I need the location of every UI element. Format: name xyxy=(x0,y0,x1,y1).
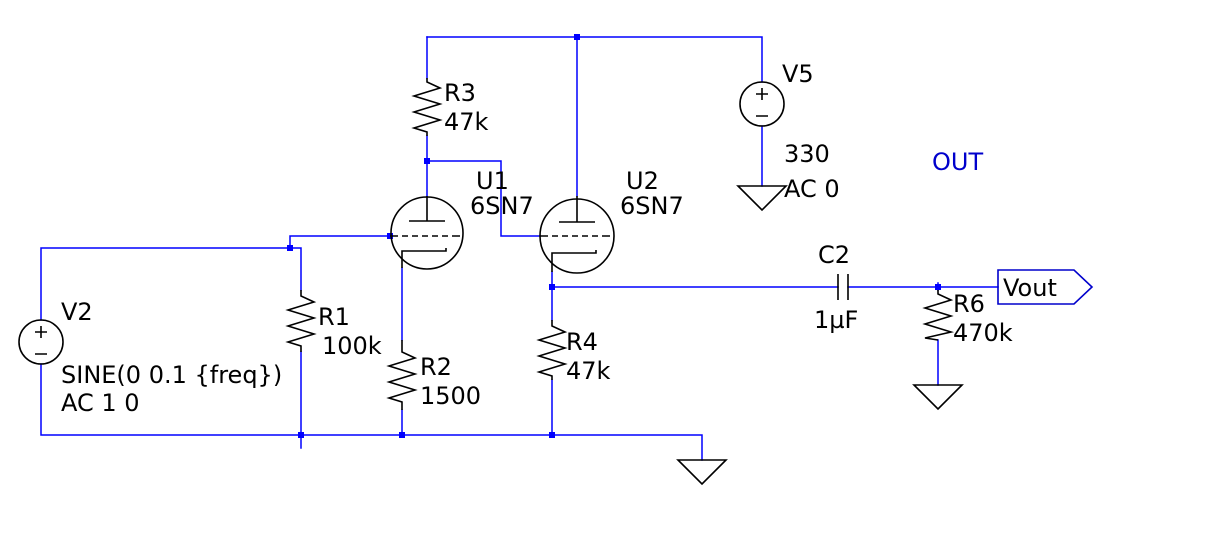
voltage-source-v5[interactable]: V5 330 AC 0 xyxy=(739,60,840,203)
wire-u1-to-u2-grid xyxy=(426,160,541,237)
wires xyxy=(40,36,999,461)
resistor-symbol xyxy=(922,290,955,341)
junction-dot xyxy=(549,284,555,290)
resistor-r4[interactable]: R4 47k xyxy=(536,320,611,385)
r4-value-label: 47k xyxy=(566,357,611,385)
junction-dot xyxy=(298,432,304,438)
ground-main xyxy=(676,459,728,486)
v2-ac-label: AC 1 0 xyxy=(61,389,140,417)
plate-symbol xyxy=(409,196,445,222)
resistor-r1[interactable]: R1 100k xyxy=(285,290,382,360)
capacitor-c2[interactable]: C2 1µF xyxy=(814,241,858,334)
junction-dot xyxy=(574,34,580,40)
junction-dot xyxy=(549,432,555,438)
u1-name-label: U1 xyxy=(476,167,509,195)
ground-icon xyxy=(912,384,964,411)
resistor-symbol xyxy=(285,290,317,352)
resistor-r2[interactable]: R2 1500 xyxy=(386,340,481,410)
r1-name-label: R1 xyxy=(318,303,350,331)
v2-value-label: SINE(0 0.1 {freq}) xyxy=(61,361,282,389)
source-circle xyxy=(739,81,785,127)
junction-dot xyxy=(287,245,293,251)
u2-name-label: U2 xyxy=(626,167,659,195)
voltage-source-v2[interactable]: V2 SINE(0 0.1 {freq}) AC 1 0 xyxy=(18,298,282,417)
ground-icon xyxy=(736,185,788,212)
r6-name-label: R6 xyxy=(953,290,985,318)
junction-dot xyxy=(424,158,430,164)
junction-dot xyxy=(935,284,941,290)
wire-top-rail xyxy=(426,36,763,83)
v2-name-label: V2 xyxy=(61,298,93,326)
v5-ac-label: AC 0 xyxy=(784,175,840,203)
out-annotation: OUT xyxy=(932,148,983,176)
r2-name-label: R2 xyxy=(420,353,452,381)
resistor-symbol xyxy=(411,78,443,136)
v5-name-label: V5 xyxy=(782,60,814,88)
plate-symbol xyxy=(559,196,595,223)
r3-name-label: R3 xyxy=(444,79,476,107)
u2-value-label: 6SN7 xyxy=(620,192,684,220)
resistor-r6[interactable]: R6 470k xyxy=(922,290,1013,347)
triode-u1[interactable]: U1 6SN7 xyxy=(390,167,534,270)
triode-u2[interactable]: U2 6SN7 xyxy=(539,167,684,274)
c2-value-label: 1µF xyxy=(814,306,858,334)
port-shape xyxy=(997,269,1094,305)
ground-icon xyxy=(676,459,728,486)
wire-v2-top xyxy=(40,247,302,321)
v5-value-label: 330 xyxy=(784,140,830,168)
cathode-symbol xyxy=(551,250,597,272)
resistor-symbol xyxy=(536,320,568,380)
source-circle xyxy=(18,319,64,365)
r1-value-label: 100k xyxy=(322,332,382,360)
r2-value-label: 1500 xyxy=(420,382,481,410)
c2-name-label: C2 xyxy=(818,241,850,269)
ground-r6 xyxy=(912,384,964,411)
resistor-symbol xyxy=(386,340,418,410)
junction-dot xyxy=(399,432,405,438)
ground-v5 xyxy=(736,185,788,212)
polarity-icon xyxy=(756,88,768,117)
wire-ground-rail xyxy=(40,363,703,461)
capacitor-symbol xyxy=(837,274,849,300)
u1-value-label: 6SN7 xyxy=(470,192,534,220)
polarity-icon xyxy=(35,326,47,355)
net-label-vout[interactable]: Vout xyxy=(997,269,1094,305)
resistor-r3[interactable]: R3 47k xyxy=(411,78,489,136)
r3-value-label: 47k xyxy=(444,108,489,136)
vout-label: Vout xyxy=(1003,274,1057,302)
wire-u1-grid xyxy=(289,235,391,249)
cathode-symbol xyxy=(401,248,447,268)
r4-name-label: R4 xyxy=(566,328,598,356)
r6-value-label: 470k xyxy=(953,319,1013,347)
